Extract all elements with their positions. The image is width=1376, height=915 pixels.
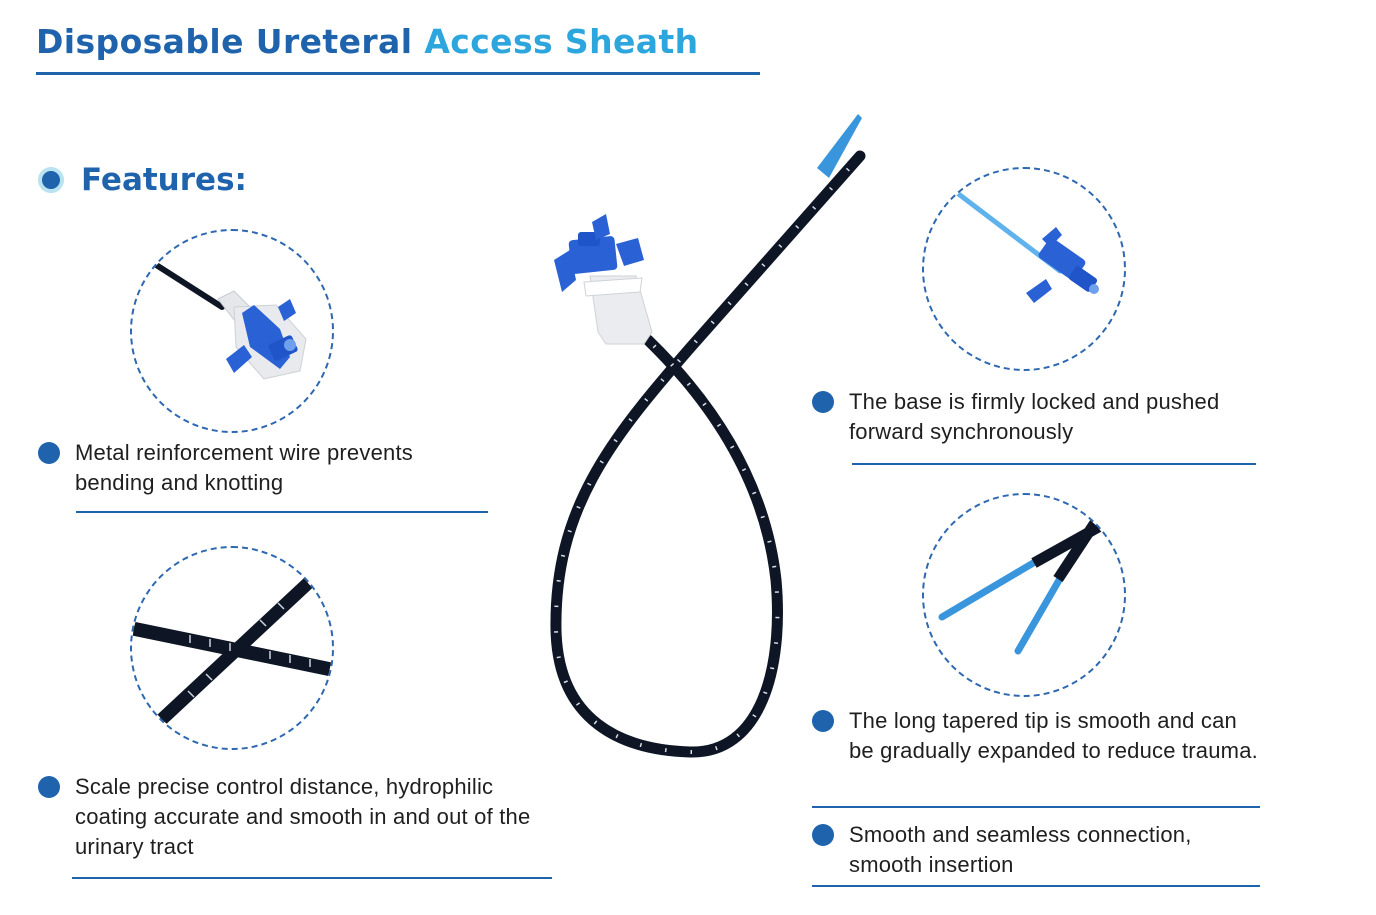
hub-closeup-image: [130, 229, 334, 433]
scale-closeup-image: [130, 546, 334, 750]
bullet-icon: [812, 391, 834, 413]
feature-item: The long tapered tip is smooth and can b…: [812, 706, 1262, 766]
bullet-icon: [38, 776, 60, 798]
page-title: Disposable Ureteral Access Sheath: [36, 18, 760, 66]
features-heading-text: Features:: [81, 162, 247, 198]
bullet-icon: [812, 824, 834, 846]
feature-text: Smooth and seamless connection, smooth i…: [849, 822, 1192, 877]
feature-item: Smooth and seamless connection, smooth i…: [812, 820, 1262, 880]
page-title-block: Disposable Ureteral Access Sheath: [36, 18, 760, 75]
feature-divider: [852, 463, 1256, 465]
feature-item: Scale precise control distance, hydrophi…: [38, 772, 558, 862]
feature-divider: [812, 885, 1260, 887]
feature-divider: [76, 511, 488, 513]
bullet-icon: [38, 442, 60, 464]
feature-text: The long tapered tip is smooth and can b…: [849, 708, 1258, 763]
feature-divider: [72, 877, 552, 879]
title-underline: [36, 72, 760, 75]
feature-item: The base is firmly locked and pushed for…: [812, 387, 1272, 447]
bullet-icon: [38, 167, 64, 193]
bullet-icon: [812, 710, 834, 732]
feature-text: Metal reinforcement wire prevents bendin…: [75, 440, 413, 495]
title-part-2: Access Sheath: [424, 22, 699, 61]
feature-text: Scale precise control distance, hydrophi…: [75, 774, 531, 859]
access-sheath-product-image: [540, 110, 880, 770]
features-heading: Features:: [38, 158, 247, 202]
feature-text: The base is firmly locked and pushed for…: [849, 389, 1220, 444]
base-lock-closeup-image: [922, 167, 1126, 371]
feature-item: Metal reinforcement wire prevents bendin…: [38, 438, 478, 498]
title-part-1: Disposable Ureteral: [36, 22, 413, 61]
tapered-tip-closeup-image: [922, 493, 1126, 697]
feature-divider: [812, 806, 1260, 808]
